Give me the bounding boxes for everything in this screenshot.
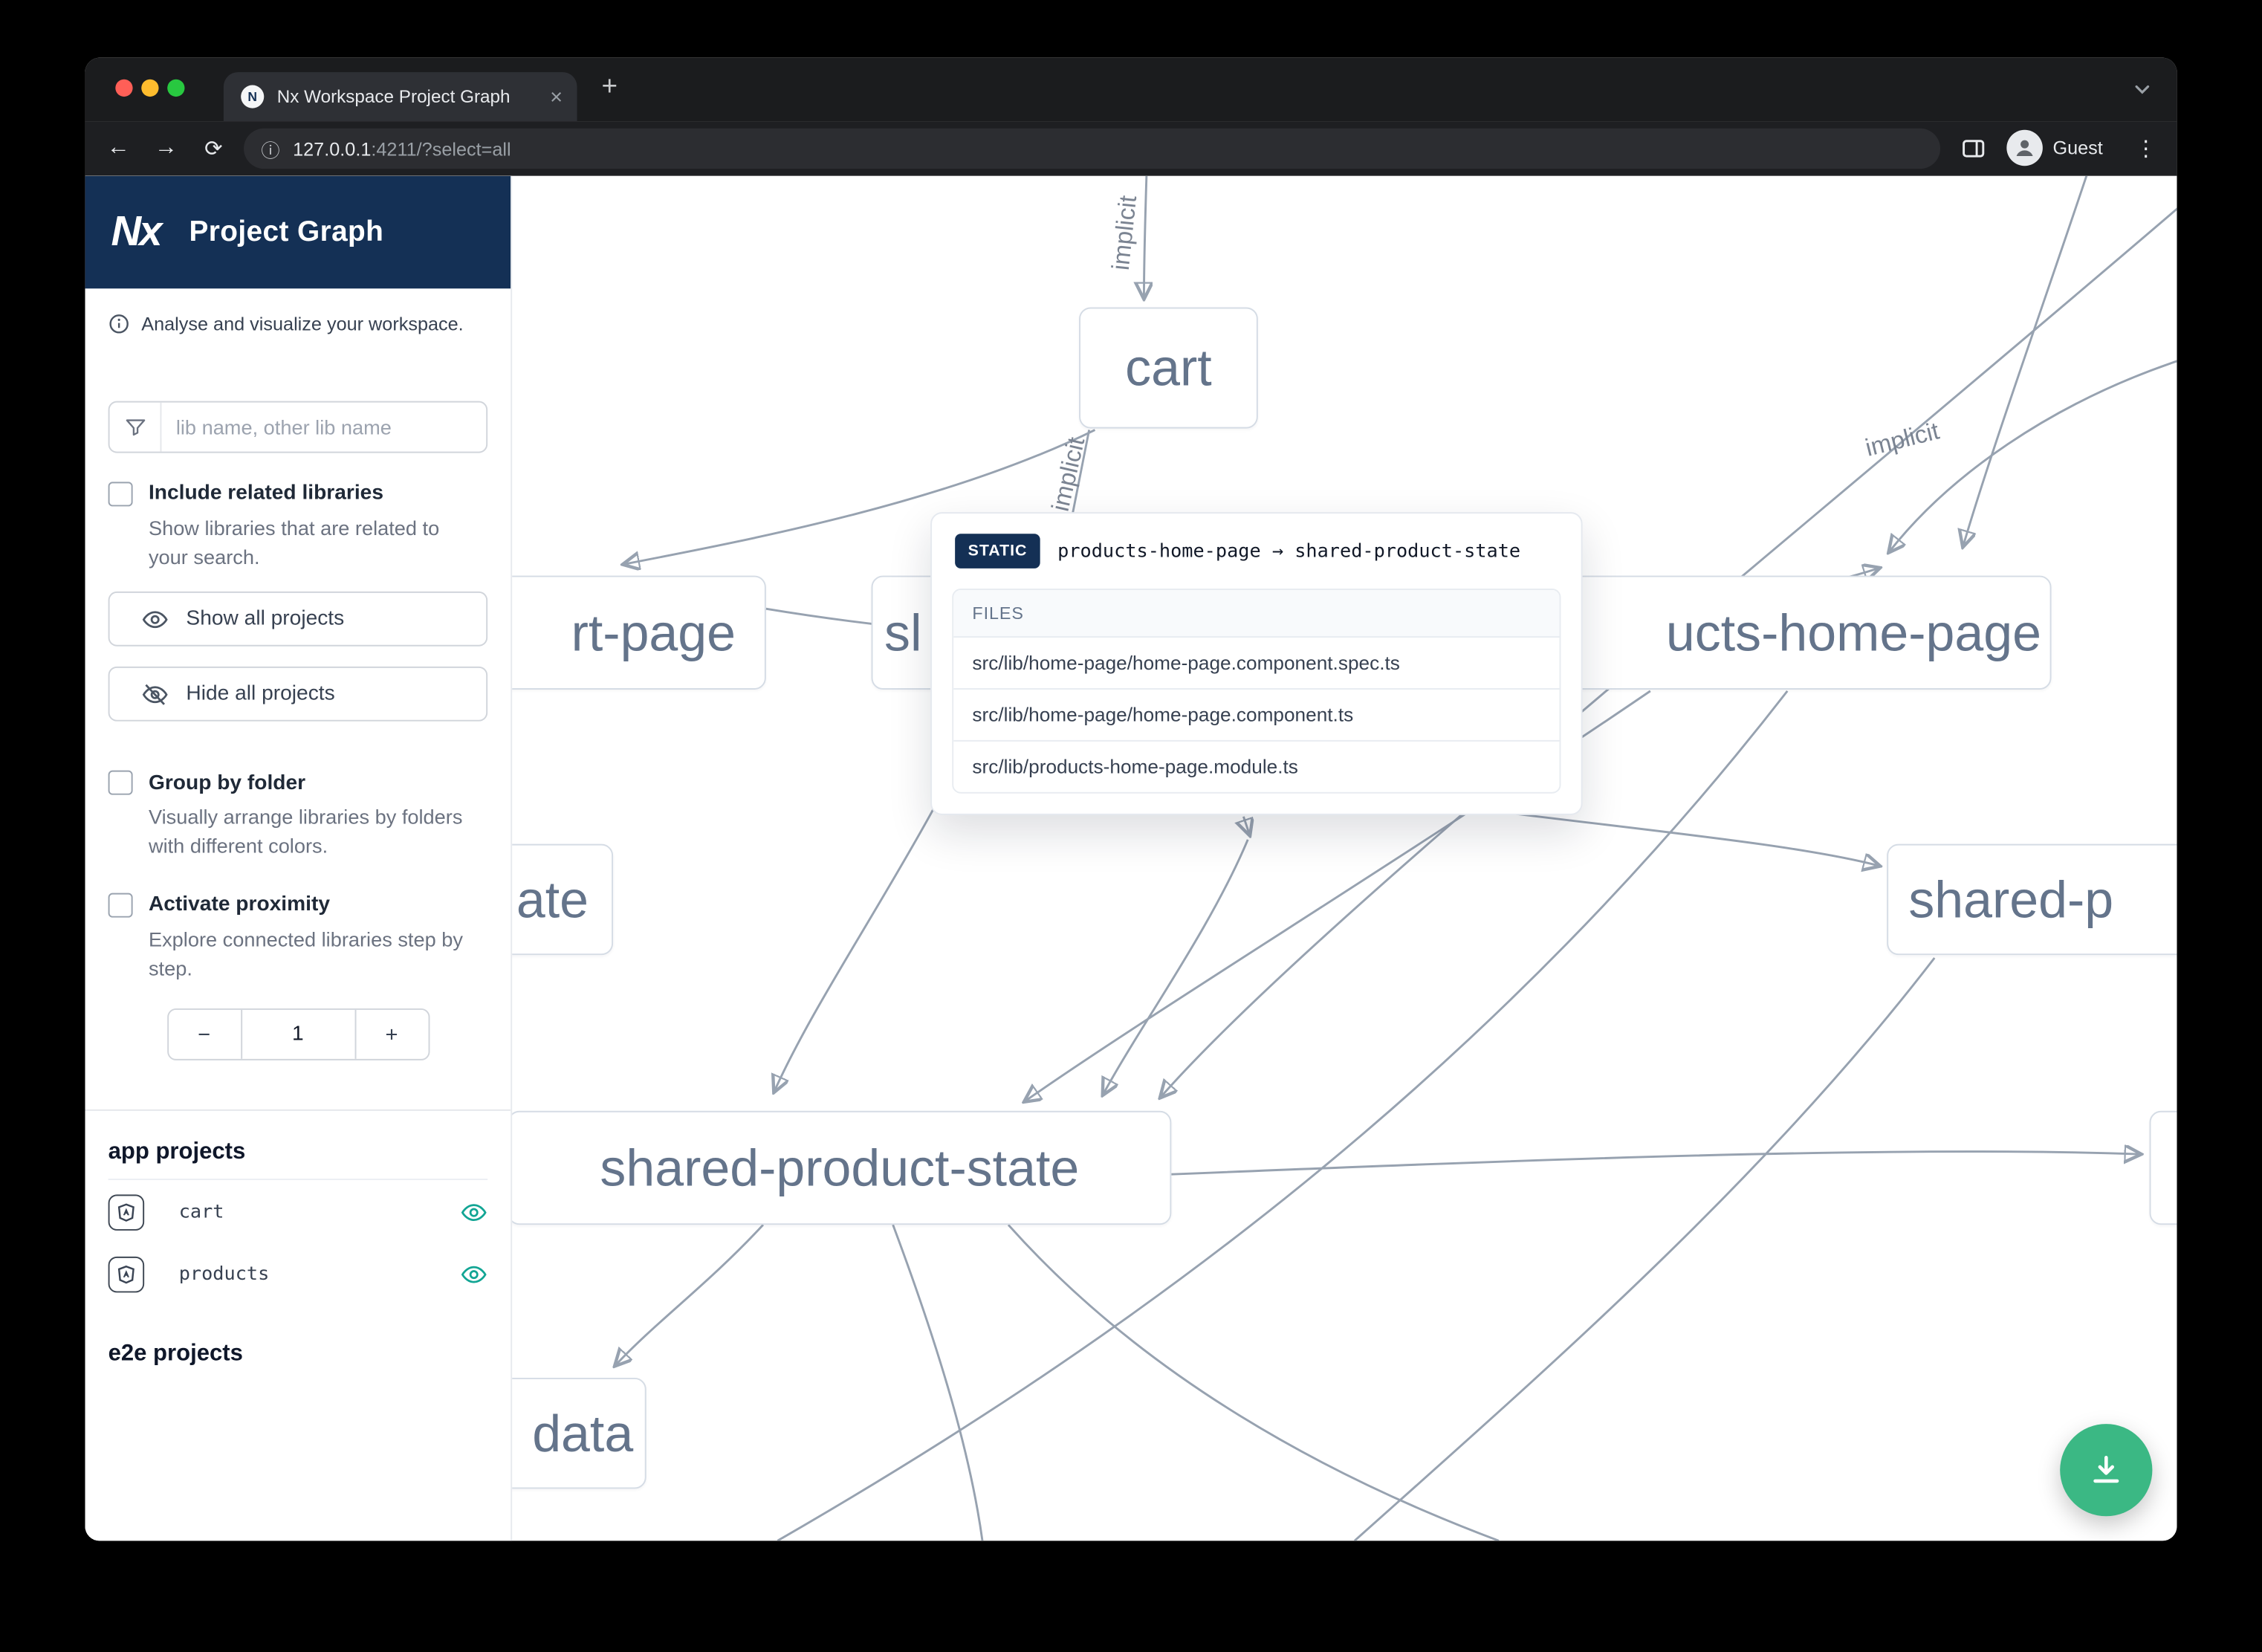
traffic-light-minimize[interactable] [141, 79, 159, 97]
download-image-button[interactable] [2060, 1424, 2153, 1517]
project-name: cart [178, 1202, 224, 1224]
edge-relation: products-home-page → shared-product-stat… [1057, 540, 1521, 563]
traffic-light-zoom[interactable] [167, 79, 185, 97]
app-projects-heading: app projects [108, 1140, 488, 1181]
group-by-folder-checkbox[interactable] [108, 771, 133, 796]
stepper-increment-button[interactable]: + [385, 1023, 398, 1048]
browser-tab[interactable]: N Nx Workspace Project Graph × [223, 72, 577, 122]
graph-node-partial[interactable] [2149, 1110, 2177, 1225]
stepper-value: 1 [240, 1010, 356, 1060]
tagline-text: Analyse and visualize your workspace. [141, 313, 464, 335]
profile-avatar[interactable] [2006, 129, 2043, 166]
browser-menu-icon[interactable]: ⋮ [2135, 137, 2157, 162]
tooltip-header: STATIC products-home-page → shared-produ… [932, 514, 1581, 571]
reload-button[interactable]: ⟳ [204, 137, 223, 162]
filter-box [108, 400, 488, 453]
stepper-decrement-button[interactable]: − [198, 1023, 211, 1048]
browser-window: N Nx Workspace Project Graph × + ← → ⟳ ⓘ… [85, 57, 2177, 1541]
page-content: implicit implicit implicit cart rt-page … [85, 175, 2177, 1541]
new-tab-button[interactable]: + [601, 72, 618, 103]
url-text: 127.0.0.1:4211/?select=all [293, 137, 511, 160]
eye-icon [141, 606, 169, 633]
framework-icon [108, 1195, 145, 1231]
file-item: src/lib/home-page/home-page.component.sp… [953, 636, 1560, 689]
graph-node-shared-product-state[interactable]: shared-product-state [508, 1110, 1172, 1225]
edge-label-implicit: implicit [1046, 435, 1090, 514]
show-all-projects-button[interactable]: Show all projects [108, 592, 488, 647]
filter-icon [110, 401, 162, 451]
group-by-folder-label: Group by folder [148, 771, 306, 795]
sidebar-header: Nx Project Graph [85, 175, 511, 289]
file-item: src/lib/home-page/home-page.component.ts [953, 688, 1560, 740]
focus-project-eye-icon[interactable] [460, 1261, 487, 1289]
info-icon [108, 313, 130, 340]
filter-input[interactable] [161, 415, 487, 438]
window-chevron-icon[interactable] [2130, 78, 2154, 108]
include-related-label: Include related libraries [148, 482, 383, 505]
address-bar[interactable]: ⓘ 127.0.0.1:4211/?select=all [244, 128, 1941, 169]
eye-off-icon [141, 681, 169, 708]
app-title: Project Graph [189, 216, 384, 247]
edge-label-implicit: implicit [1106, 194, 1141, 271]
tooltip-files-box: FILES src/lib/home-page/home-page.compon… [952, 589, 1561, 794]
include-related-checkbox[interactable] [108, 481, 133, 506]
include-related-desc: Show libraries that are related to your … [148, 516, 440, 569]
hide-all-projects-button[interactable]: Hide all projects [108, 667, 488, 722]
e2e-projects-heading: e2e projects [108, 1342, 243, 1367]
project-row-products[interactable]: products [85, 1246, 511, 1305]
tab-favicon-icon: N [241, 85, 265, 108]
project-name: products [178, 1264, 270, 1286]
sidebar: Nx Project Graph Analyse and visualize y… [85, 175, 513, 1541]
edge-tooltip: STATIC products-home-page → shared-produ… [930, 512, 1583, 815]
download-icon [2087, 1451, 2125, 1489]
traffic-light-close[interactable] [115, 79, 133, 97]
framework-icon [108, 1257, 145, 1294]
edge-type-badge: STATIC [955, 534, 1040, 569]
nx-logo: Nx [111, 208, 162, 255]
group-by-folder-desc: Visually arrange libraries by folders wi… [148, 805, 463, 858]
focus-project-eye-icon[interactable] [460, 1199, 487, 1227]
forward-button[interactable]: → [154, 135, 178, 161]
include-related-group: Include related libraries Show libraries… [108, 481, 488, 572]
sidebar-divider [85, 1110, 511, 1112]
tab-title: Nx Workspace Project Graph [276, 86, 511, 107]
graph-node-cart[interactable]: cart [1079, 307, 1258, 429]
activate-proximity-desc: Explore connected libraries step by step… [148, 927, 463, 980]
activate-proximity-checkbox[interactable] [108, 893, 133, 918]
profile-name: Guest [2052, 137, 2103, 159]
files-heading: FILES [953, 589, 1560, 637]
activate-proximity-group: Activate proximity Explore connected lib… [108, 893, 488, 983]
tab-close-icon[interactable]: × [550, 84, 563, 109]
site-info-icon[interactable]: ⓘ [261, 139, 280, 161]
group-by-folder-group: Group by folder Visually arrange librari… [108, 771, 488, 861]
tagline: Analyse and visualize your workspace. [108, 313, 488, 340]
edge-label-implicit: implicit [1862, 416, 1942, 461]
graph-node-shared-p[interactable]: shared-p [1887, 843, 2177, 956]
side-panel-icon[interactable] [1960, 135, 1986, 169]
back-button[interactable]: ← [106, 135, 130, 161]
browser-toolbar: ← → ⟳ ⓘ 127.0.0.1:4211/?select=all Guest… [85, 121, 2177, 176]
file-item: src/lib/products-home-page.module.ts [953, 739, 1560, 792]
activate-proximity-label: Activate proximity [148, 893, 331, 917]
proximity-stepper: − 1 + [166, 1008, 430, 1061]
titlebar: N Nx Workspace Project Graph × + [85, 57, 2177, 122]
project-row-cart[interactable]: cart [85, 1184, 511, 1243]
